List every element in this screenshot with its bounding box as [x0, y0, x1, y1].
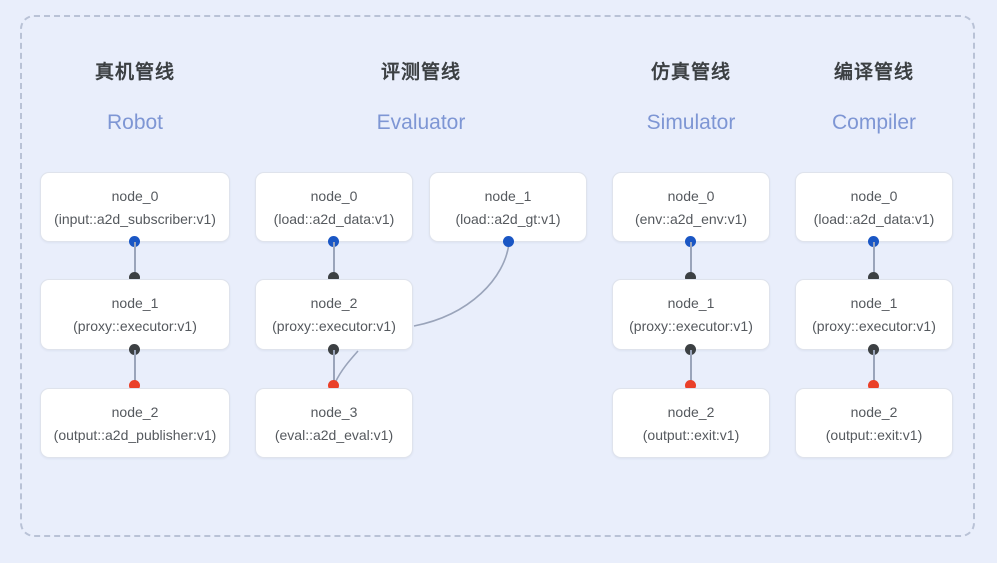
- edge-evaluator-node0-node2: [333, 242, 335, 274]
- node-id: node_0: [850, 187, 898, 204]
- node-type: (proxy::executor:v1): [629, 318, 753, 334]
- node-id: node_0: [111, 187, 159, 204]
- node-type: (proxy::executor:v1): [812, 318, 936, 334]
- node-card-compiler-node_1[interactable]: node_1 (proxy::executor:v1): [795, 279, 953, 350]
- node-id: node_1: [484, 187, 532, 204]
- port-output-robot-node_0[interactable]: [129, 236, 140, 247]
- port-output-evaluator-node_0[interactable]: [328, 236, 339, 247]
- pipeline-group-frame: [20, 15, 975, 537]
- node-id: node_2: [310, 295, 358, 311]
- port-output-simulator-node_0[interactable]: [685, 236, 696, 247]
- edge-robot-node0-node1: [134, 242, 136, 274]
- node-card-compiler-node_2[interactable]: node_2 (output::exit:v1): [795, 388, 953, 458]
- port-input-evaluator-node_3[interactable]: [328, 380, 339, 391]
- node-id: node_0: [667, 187, 715, 204]
- node-card-compiler-node_0[interactable]: node_0 (load::a2d_data:v1): [795, 172, 953, 242]
- node-card-evaluator-node_2[interactable]: node_2 (proxy::executor:v1): [255, 279, 413, 350]
- port-input-robot-node_1[interactable]: [129, 272, 140, 283]
- node-type: (load::a2d_data:v1): [273, 210, 395, 227]
- node-type: (load::a2d_gt:v1): [455, 210, 561, 227]
- node-type: (proxy::executor:v1): [73, 318, 197, 334]
- edge-compiler-node1-node2: [873, 350, 875, 383]
- node-type: (output::exit:v1): [825, 426, 923, 443]
- port-input-simulator-node_2[interactable]: [685, 380, 696, 391]
- node-card-robot-node_1[interactable]: node_1 (proxy::executor:v1): [40, 279, 230, 350]
- port-output-evaluator-node_1[interactable]: [503, 236, 514, 247]
- edge-robot-node1-node2: [134, 350, 136, 383]
- port-input-compiler-node_2[interactable]: [868, 380, 879, 391]
- edge-simulator-node0-node1: [690, 242, 692, 274]
- node-card-evaluator-node_0[interactable]: node_0 (load::a2d_data:v1): [255, 172, 413, 242]
- node-id: node_2: [667, 403, 715, 420]
- port-input-simulator-node_1[interactable]: [685, 272, 696, 283]
- node-card-evaluator-node_3[interactable]: node_3 (eval::a2d_eval:v1): [255, 388, 413, 458]
- port-input-robot-node_2[interactable]: [129, 380, 140, 391]
- edge-simulator-node1-node2: [690, 350, 692, 383]
- port-output-compiler-node_1[interactable]: [868, 344, 879, 355]
- node-type: (input::a2d_subscriber:v1): [54, 210, 216, 227]
- node-card-simulator-node_1[interactable]: node_1 (proxy::executor:v1): [612, 279, 770, 350]
- node-id: node_2: [111, 403, 159, 420]
- node-card-robot-node_2[interactable]: node_2 (output::a2d_publisher:v1): [40, 388, 230, 458]
- node-card-evaluator-node_1[interactable]: node_1 (load::a2d_gt:v1): [429, 172, 587, 242]
- port-output-compiler-node_0[interactable]: [868, 236, 879, 247]
- node-type: (output::a2d_publisher:v1): [53, 426, 217, 443]
- node-id: node_0: [310, 187, 358, 204]
- node-type: (load::a2d_data:v1): [813, 210, 935, 227]
- node-id: node_1: [850, 295, 898, 311]
- node-id: node_3: [310, 403, 358, 420]
- node-card-simulator-node_2[interactable]: node_2 (output::exit:v1): [612, 388, 770, 458]
- node-card-robot-node_0[interactable]: node_0 (input::a2d_subscriber:v1): [40, 172, 230, 242]
- node-id: node_1: [111, 295, 159, 311]
- port-output-evaluator-node_2[interactable]: [328, 344, 339, 355]
- port-output-robot-node_1[interactable]: [129, 344, 140, 355]
- node-type: (eval::a2d_eval:v1): [274, 426, 394, 443]
- node-id: node_2: [850, 403, 898, 420]
- edge-evaluator-node2-node3: [333, 350, 335, 383]
- edge-compiler-node0-node1: [873, 242, 875, 274]
- node-id: node_1: [667, 295, 715, 311]
- node-card-simulator-node_0[interactable]: node_0 (env::a2d_env:v1): [612, 172, 770, 242]
- port-output-simulator-node_1[interactable]: [685, 344, 696, 355]
- node-type: (proxy::executor:v1): [272, 318, 396, 334]
- node-type: (output::exit:v1): [642, 426, 740, 443]
- node-type: (env::a2d_env:v1): [634, 210, 748, 227]
- port-input-evaluator-node_2[interactable]: [328, 272, 339, 283]
- port-input-compiler-node_1[interactable]: [868, 272, 879, 283]
